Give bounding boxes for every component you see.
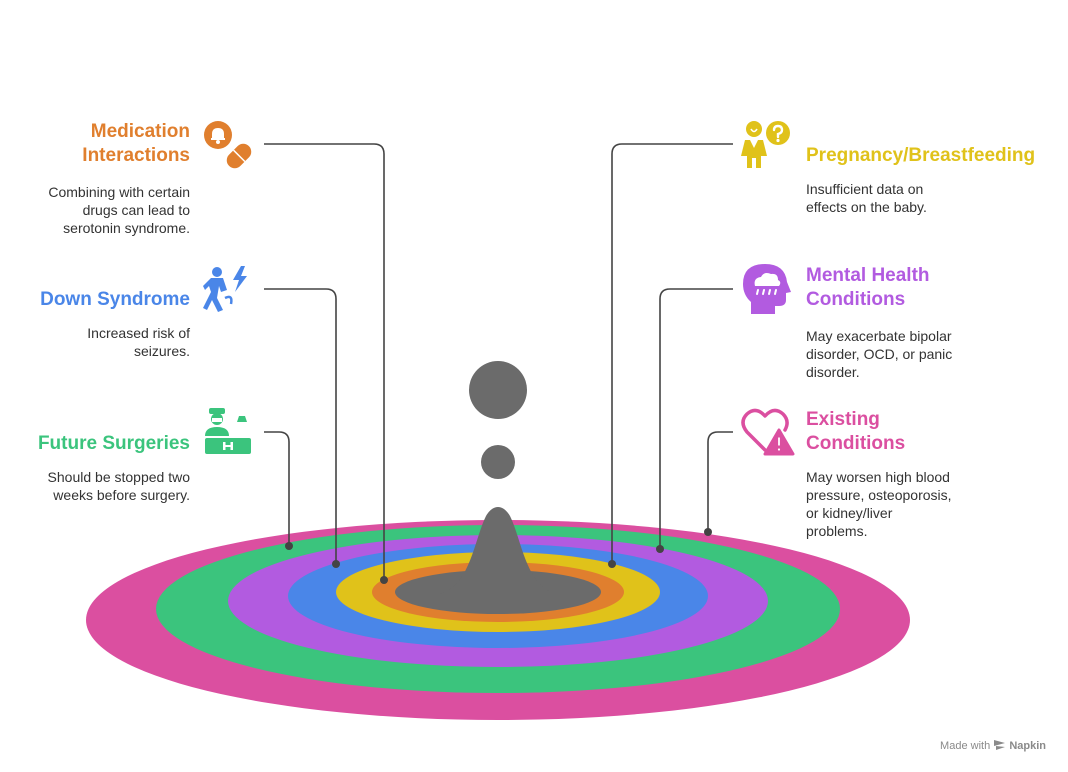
down-syndrome-desc-line1: Increased risk of <box>87 325 190 341</box>
existing-conditions-desc-line1: May worsen high blood <box>806 469 950 485</box>
mental-health-desc-line1: May exacerbate bipolar <box>806 328 952 344</box>
mental-health-desc-line2: disorder, OCD, or panic <box>806 346 953 362</box>
connector-dot-future-surgeries <box>285 542 293 550</box>
connector-down-syndrome <box>264 288 337 564</box>
medication-title-line1: Medication <box>90 121 190 142</box>
woman-question-icon <box>741 121 790 168</box>
down-syndrome-description: Increased risk of seizures. <box>0 324 190 360</box>
connector-dot-pregnancy <box>608 560 616 568</box>
connector-pregnancy <box>611 143 733 564</box>
watermark: Made with Napkin <box>940 740 1046 752</box>
down-syndrome-desc-line2: seizures. <box>133 343 190 359</box>
connector-existing-conditions <box>707 431 733 532</box>
existing-conditions-title: Existing Conditions <box>806 408 1056 456</box>
connector-dot-existing-conditions <box>704 528 712 536</box>
pill-bell-icon <box>204 121 252 169</box>
watermark-brand: Napkin <box>1009 740 1046 752</box>
medication-description: Combining with certain drugs can lead to… <box>0 183 190 237</box>
droplet-large <box>469 361 527 419</box>
head-raincloud-icon <box>743 264 791 314</box>
existing-conditions-desc-line4: problems. <box>806 523 868 539</box>
connector-medication <box>264 143 385 580</box>
existing-conditions-desc-line2: pressure, osteoporosis, <box>806 487 952 503</box>
medication-desc-line2: drugs can lead to <box>82 202 190 218</box>
future-surgeries-title: Future Surgeries <box>37 433 190 454</box>
future-surgeries-desc-line1: Should be stopped two <box>47 469 190 485</box>
connector-dot-down-syndrome <box>332 560 340 568</box>
connector-dot-medication <box>380 576 388 584</box>
existing-conditions-desc-line3: or kidney/liver <box>806 505 893 521</box>
droplet-small <box>481 445 515 479</box>
watermark-prefix: Made with <box>940 740 991 752</box>
heart-warning-icon <box>741 408 795 456</box>
mental-health-title-line1: Mental Health <box>806 265 930 286</box>
mental-health-title: Mental Health Conditions <box>806 264 1056 312</box>
future-surgeries-description: Should be stopped two weeks before surge… <box>0 468 190 504</box>
future-surgeries-desc-line2: weeks before surgery. <box>53 487 190 503</box>
pregnancy-desc-line1: Insufficient data on <box>806 181 924 197</box>
medication-title-line2: Interactions <box>82 145 190 166</box>
seizure-figure-icon <box>203 266 247 312</box>
connector-dot-mental-health <box>656 545 664 553</box>
mental-health-desc-line3: disorder. <box>806 364 860 380</box>
existing-conditions-description: May worsen high blood pressure, osteopor… <box>806 468 1036 540</box>
connector-mental-health <box>659 288 733 549</box>
existing-conditions-title-line1: Existing <box>806 409 880 430</box>
down-syndrome-title: Down Syndrome <box>40 289 190 310</box>
mental-health-title-line2: Conditions <box>806 289 906 310</box>
napkin-logo-icon <box>994 740 1006 750</box>
medication-desc-line3: serotonin syndrome. <box>63 220 190 236</box>
pregnancy-desc-line2: effects on the baby. <box>806 199 927 215</box>
pregnancy-description: Insufficient data on effects on the baby… <box>806 180 1036 216</box>
medication-title: Medication Interactions <box>0 120 190 168</box>
medication-desc-line1: Combining with certain <box>48 184 190 200</box>
connector-future-surgeries <box>264 431 290 546</box>
surgeon-hospital-bed-icon <box>205 408 251 454</box>
pregnancy-title: Pregnancy/Breastfeeding <box>806 145 1036 166</box>
splash-peak <box>438 507 558 594</box>
existing-conditions-title-line2: Conditions <box>806 433 906 454</box>
mental-health-description: May exacerbate bipolar disorder, OCD, or… <box>806 327 1036 381</box>
